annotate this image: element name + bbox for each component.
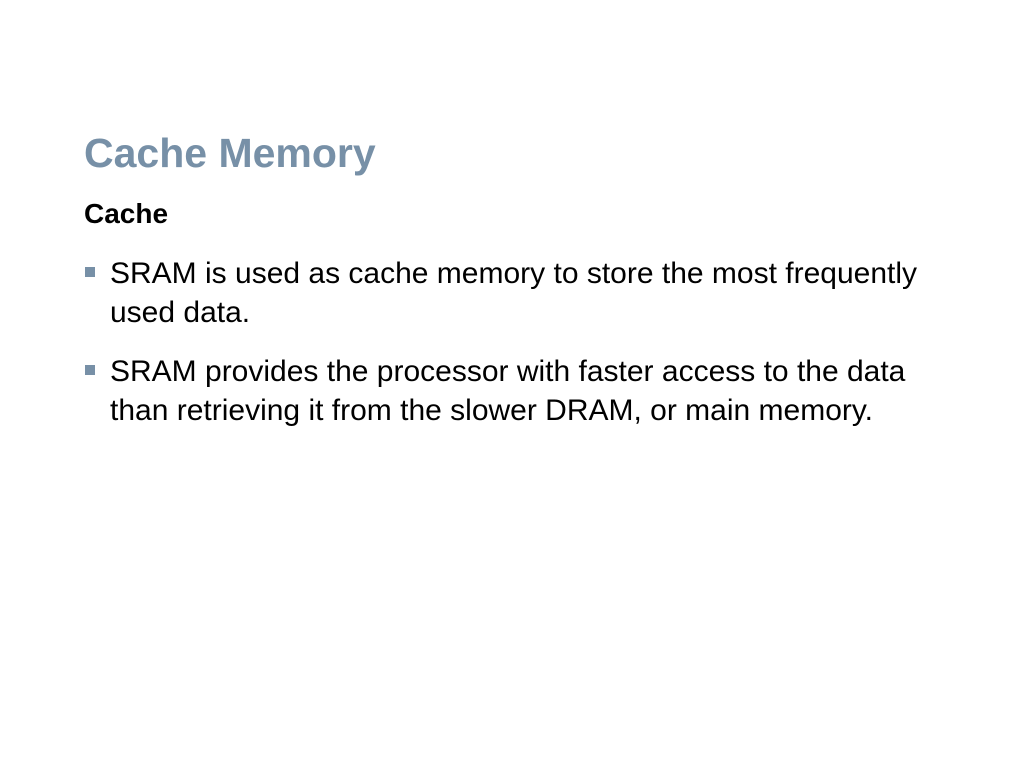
square-bullet-icon: [85, 267, 95, 277]
bullet-list: SRAM is used as cache memory to store th…: [84, 254, 964, 450]
bullet-item: SRAM is used as cache memory to store th…: [84, 254, 964, 332]
bullet-item: SRAM provides the processor with faster …: [84, 352, 964, 430]
square-bullet-icon: [85, 365, 95, 375]
slide-subheading: Cache: [84, 198, 169, 229]
bullet-text: SRAM is used as cache memory to store th…: [110, 257, 917, 329]
bullet-text: SRAM provides the processor with faster …: [110, 355, 906, 427]
slide-title: Cache Memory: [84, 130, 376, 176]
